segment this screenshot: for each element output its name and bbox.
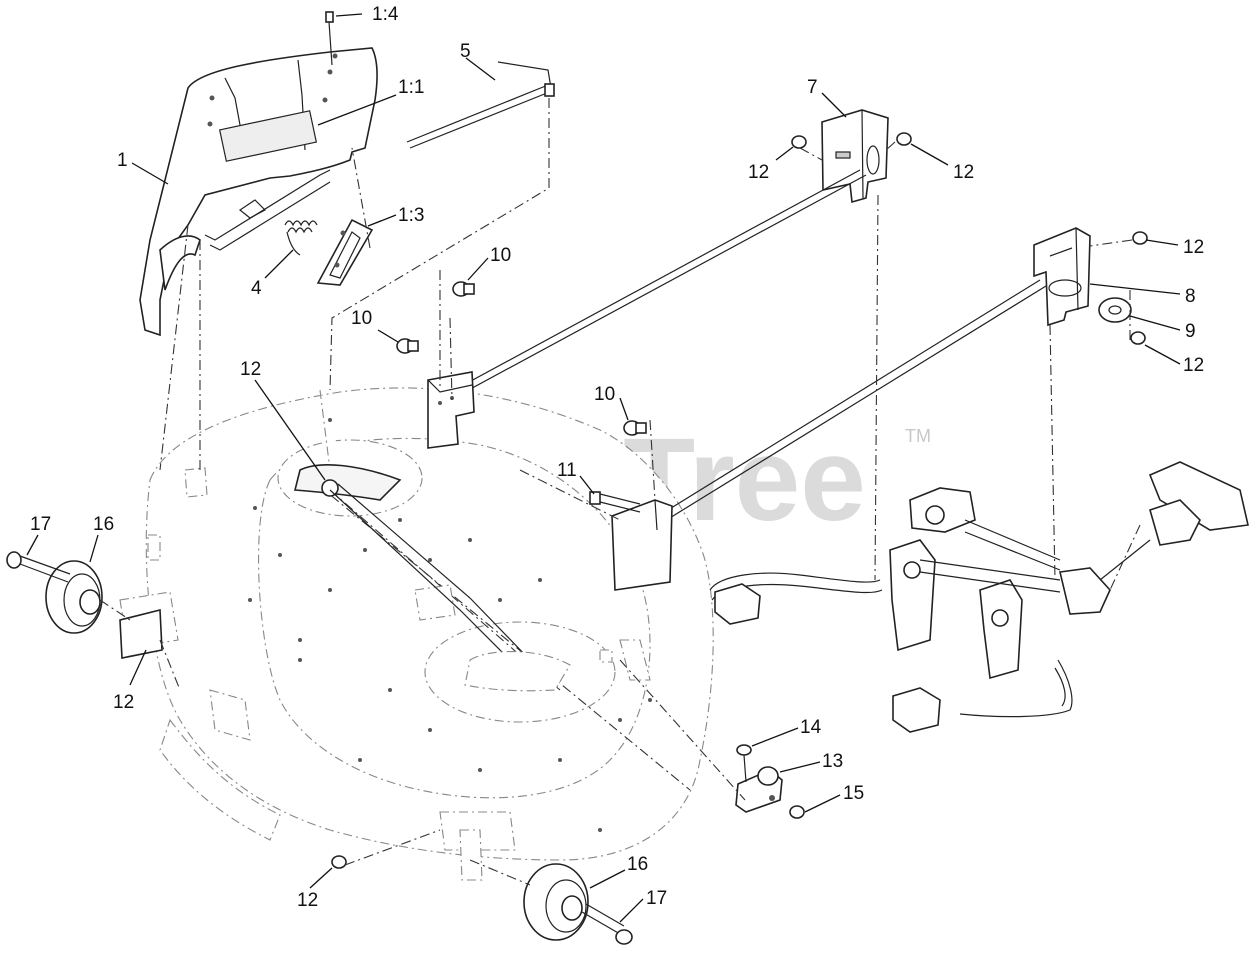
hoc-rod-5 [406,61,555,149]
callout-9: 9 [1185,321,1196,342]
washer-9 [1098,297,1132,323]
callout-17-rear: 17 [646,888,667,909]
hoc-bracket-1-3 [316,218,374,286]
interlock-switch-13 [735,766,783,813]
lift-bracket-8 [1033,227,1091,327]
callout-1-1: 1:1 [398,77,424,98]
lift-rods [457,169,1047,525]
callout-12-nut-right-bracket-7: 12 [953,162,974,183]
callout-12-rear: 12 [297,890,318,911]
spindle-pulley-rear [464,650,571,692]
callout-5: 5 [460,41,471,62]
washer-15 [789,805,805,819]
mower-deck [119,387,714,881]
hoc-lever-housing [139,47,378,337]
hoc-spring-4 [284,220,318,256]
callout-17-left: 17 [30,514,51,535]
wheel-bolt-left-17 [6,551,71,583]
callout-4: 4 [251,278,262,299]
deck-mount-bracket-left [427,371,475,449]
callout-16-rear: 16 [627,854,648,875]
callout-12-nut-left-bracket-7: 12 [748,162,769,183]
hoc-bolt-1-4 [325,11,334,66]
callout-10-middle: 10 [351,308,372,329]
callout-8: 8 [1185,286,1196,307]
watermark-trademark: TM [905,426,931,446]
screw-14 [736,744,752,783]
callout-1-3: 1:3 [398,205,424,226]
deck-mount-bracket-right [611,499,673,591]
reference-lines [99,98,1141,886]
callout-10-right: 10 [594,384,615,405]
callout-12-left-wheel: 12 [113,692,134,713]
deck-lift-assembly [709,461,1249,733]
callout-7: 7 [807,77,818,98]
callout-14: 14 [800,717,822,738]
callout-1-4: 1:4 [372,4,399,25]
carriage-bolt-10b [396,338,419,354]
callout-10-top: 10 [490,245,511,266]
gauge-wheel-rear-16 [523,863,589,941]
bolt-11 [589,491,641,513]
callout-11: 11 [557,460,577,481]
lift-bracket-7 [821,109,889,204]
callout-16-left: 16 [93,514,114,535]
callout-12-spindle: 12 [240,359,261,380]
callout-13: 13 [822,751,843,772]
leader-lines [26,13,1181,923]
carriage-bolt-10a [452,281,475,297]
carriage-bolt-10c [623,420,647,436]
callout-15: 15 [843,783,864,804]
callout-12-nut-bracket-8: 12 [1183,237,1204,258]
callout-labels: 1:4 1:1 5 7 1 12 12 1:3 12 10 4 8 10 9 1… [30,4,1204,911]
callout-1: 1 [117,150,128,171]
wheel-bolt-rear-17 [581,903,633,945]
callout-12-nut-washer-9: 12 [1183,355,1204,376]
